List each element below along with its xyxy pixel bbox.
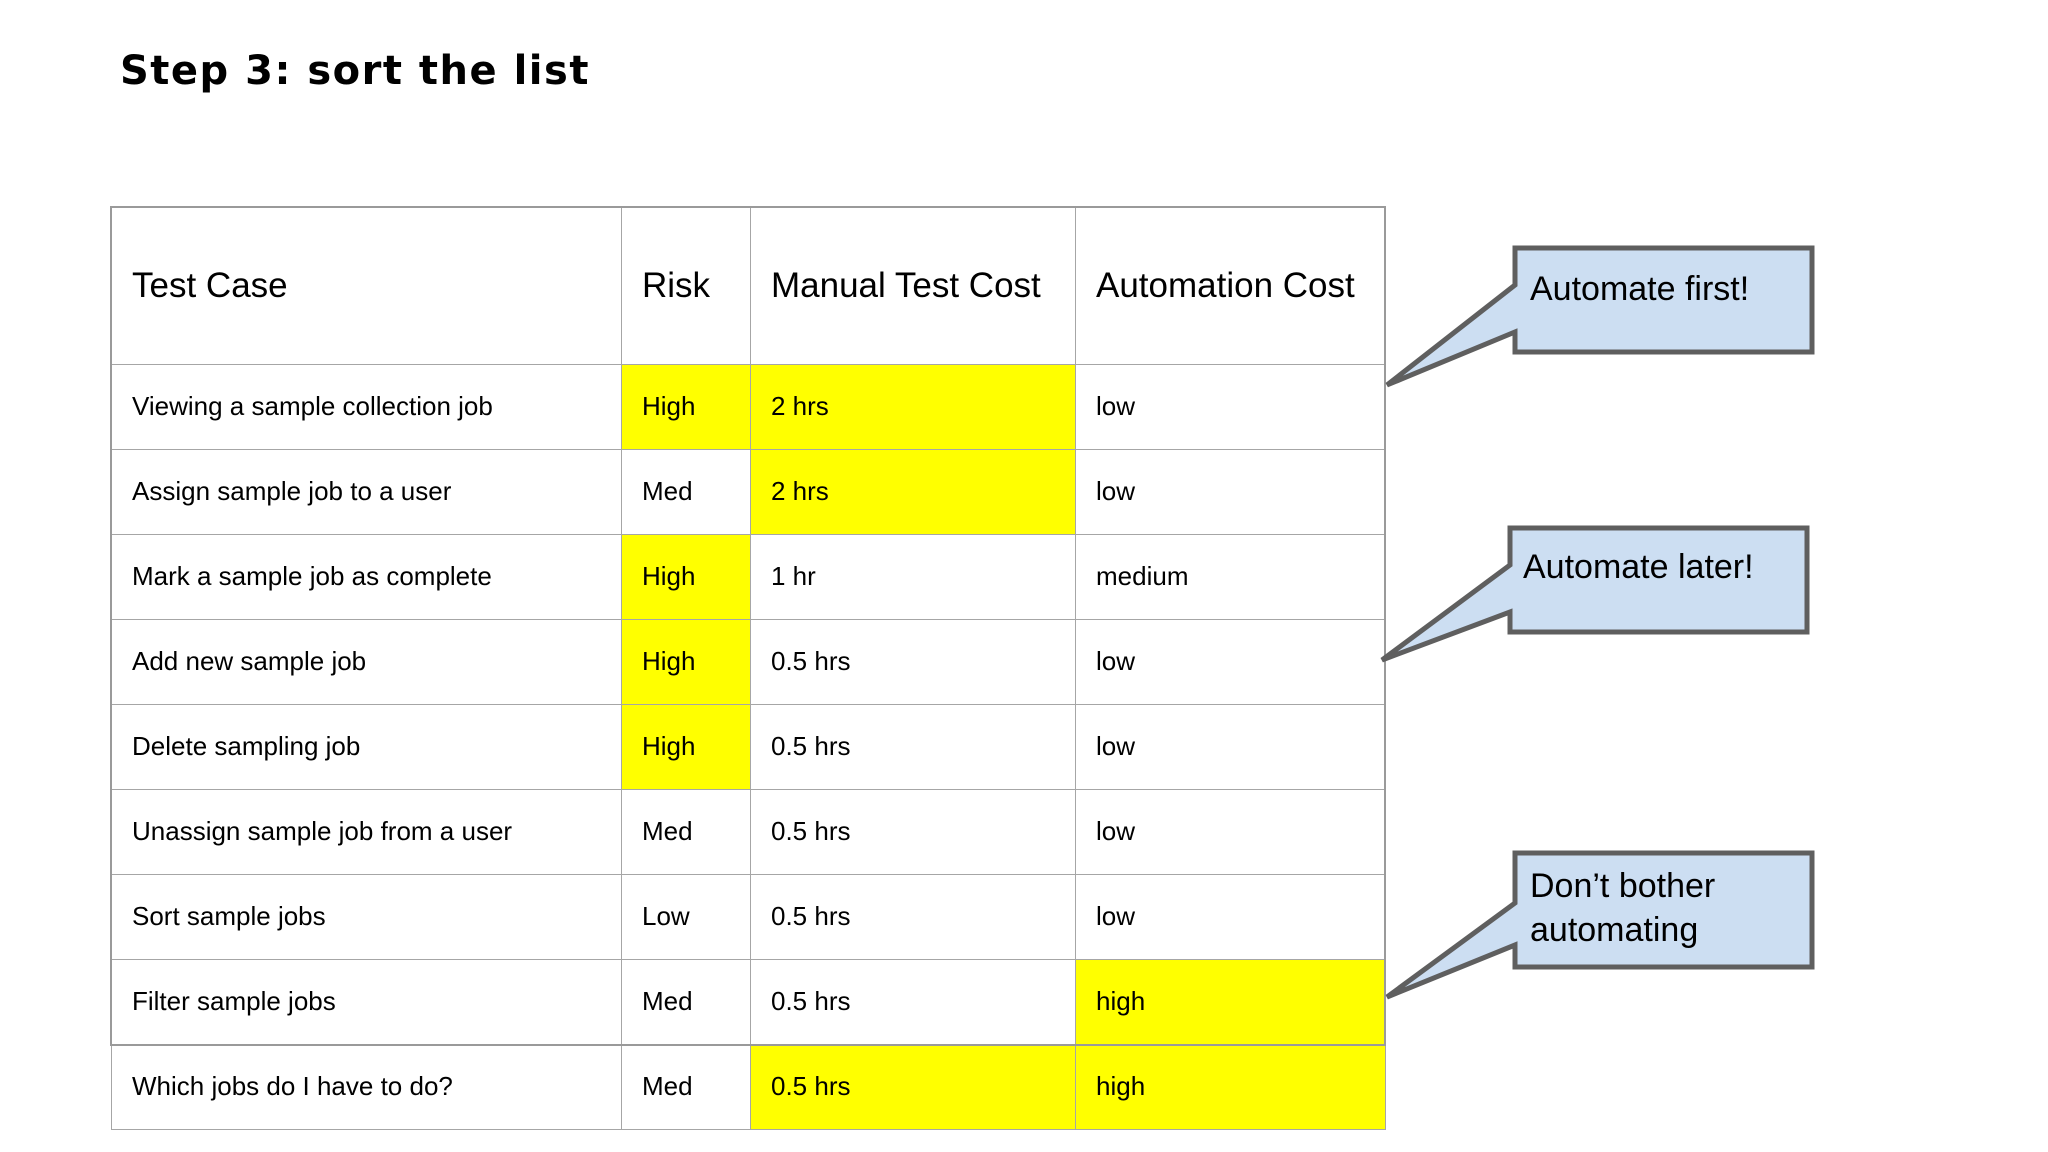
test-case-cost-table: Test Case Risk Manual Test Cost Automati… [111,207,1386,1130]
cell-automation-cost: high [1075,1044,1386,1130]
cell-manual-cost: 2 hrs [750,449,1076,535]
callout-automate-later[interactable]: Automate later! [1380,520,1810,670]
cell-automation-cost: low [1075,789,1386,875]
cell-manual-cost: 0.5 hrs [750,704,1076,790]
callout-bubble-shape [1380,525,1810,663]
cell-test-case: Viewing a sample collection job [111,364,622,450]
callout-automate-later-label: Automate later! [1523,548,1754,586]
table-header-row: Test Case Risk Manual Test Cost Automati… [111,207,1386,365]
callout-automate-first[interactable]: Automate first! [1385,240,1815,390]
column-header-manual-cost: Manual Test Cost [750,207,1076,365]
cell-automation-cost: low [1075,364,1386,450]
cell-test-case: Unassign sample job from a user [111,789,622,875]
cell-automation-cost: low [1075,449,1386,535]
page-title: Step 3: sort the list [120,48,590,94]
cell-risk: High [621,534,751,620]
cell-test-case: Delete sampling job [111,704,622,790]
cell-risk: Med [621,1044,751,1130]
cell-risk: High [621,619,751,705]
column-header-automation-cost: Automation Cost [1075,207,1386,365]
callout-dont-bother-label: Don’t bother automating [1530,867,1716,949]
column-header-test-case: Test Case [111,207,622,365]
cell-risk: Med [621,959,751,1045]
callout-dont-bother[interactable]: Don’t bother automating [1385,845,1815,1005]
cell-automation-cost: medium [1075,534,1386,620]
cell-automation-cost: low [1075,619,1386,705]
cell-automation-cost: low [1075,874,1386,960]
cell-test-case: Filter sample jobs [111,959,622,1045]
cell-manual-cost: 2 hrs [750,364,1076,450]
cell-risk: Med [621,789,751,875]
callout-bubble-shape [1385,245,1815,388]
callout-automate-first-label: Automate first! [1530,270,1750,308]
cell-manual-cost: 0.5 hrs [750,789,1076,875]
cell-test-case: Add new sample job [111,619,622,705]
cell-manual-cost: 0.5 hrs [750,874,1076,960]
cell-test-case: Mark a sample job as complete [111,534,622,620]
cell-manual-cost: 0.5 hrs [750,619,1076,705]
cell-test-case: Sort sample jobs [111,874,622,960]
cell-manual-cost: 0.5 hrs [750,1044,1076,1130]
cell-automation-cost: high [1075,959,1386,1045]
cell-risk: Med [621,449,751,535]
cell-test-case: Which jobs do I have to do? [111,1044,622,1130]
cell-manual-cost: 0.5 hrs [750,959,1076,1045]
column-header-risk: Risk [621,207,751,365]
cell-automation-cost: low [1075,704,1386,790]
cell-risk: High [621,364,751,450]
cell-risk: High [621,704,751,790]
cell-manual-cost: 1 hr [750,534,1076,620]
cell-test-case: Assign sample job to a user [111,449,622,535]
callout-bubble-shape [1385,850,1815,1000]
cell-risk: Low [621,874,751,960]
